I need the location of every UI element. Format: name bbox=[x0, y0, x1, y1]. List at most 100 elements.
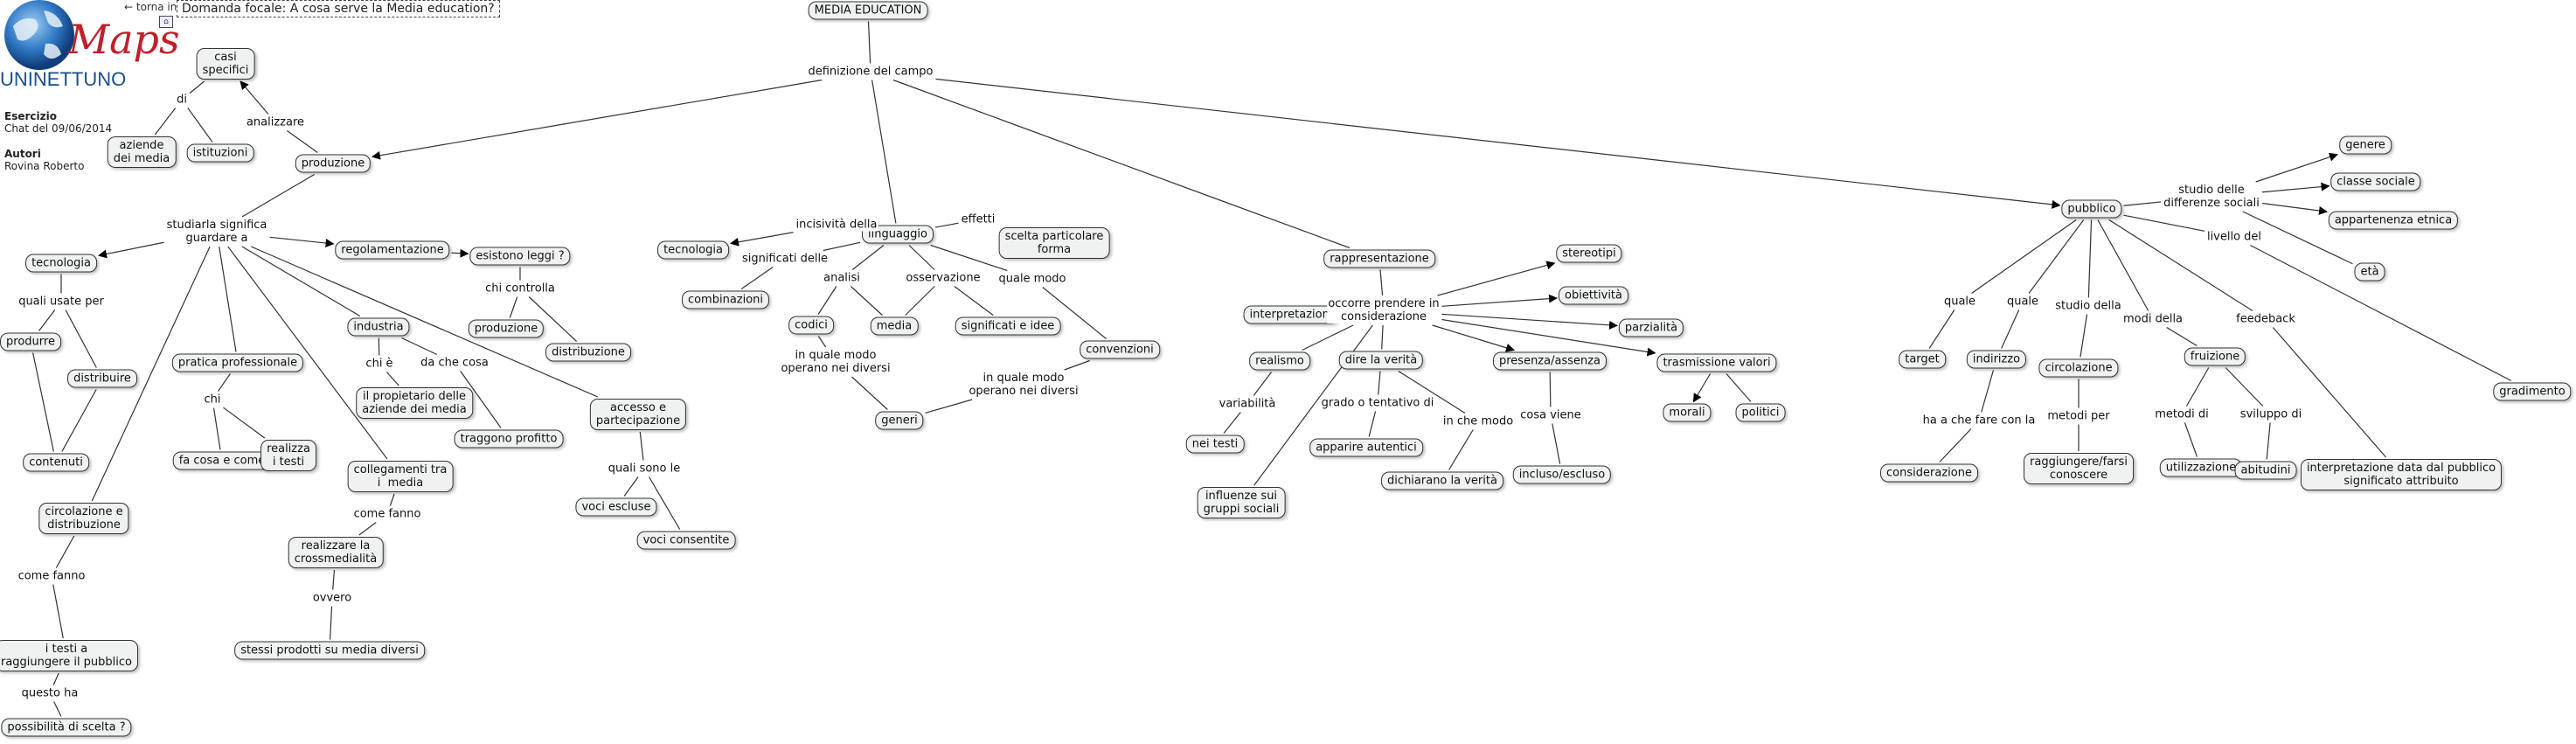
concept-realizza-testi[interactable]: realizza i testi bbox=[260, 440, 316, 471]
concept-trasmissione-valori[interactable]: trasmissione valori bbox=[1656, 353, 1777, 372]
concept-tecnologia-left[interactable]: tecnologia bbox=[25, 254, 97, 273]
concept-produzione[interactable]: produzione bbox=[295, 154, 371, 173]
connector-definizione-del-campo-to-produzione bbox=[371, 79, 823, 160]
concept-nei-testi[interactable]: nei testi bbox=[1185, 435, 1245, 454]
concept-casi-specifici[interactable]: casi specifici bbox=[196, 48, 255, 80]
connector-occorre-to-realismo bbox=[1302, 324, 1354, 351]
concept-eta[interactable]: età bbox=[2354, 262, 2385, 282]
connector-indirizzo-to-ha-a-che-fare bbox=[1981, 370, 1995, 413]
concept-circolazione[interactable]: circolazione bbox=[2038, 358, 2119, 378]
concept-produrre[interactable]: produrre bbox=[0, 332, 61, 351]
concept-produzione2[interactable]: produzione bbox=[468, 319, 545, 338]
concept-proprietario-aziende[interactable]: il propietario delle aziende dei media bbox=[356, 387, 473, 419]
concept-istituzioni[interactable]: istituzioni bbox=[186, 143, 254, 163]
connector-feedeback-to-interpretazione-data bbox=[2272, 327, 2387, 458]
connector-quale-modo-to-convenzioni bbox=[1042, 287, 1107, 339]
link-label-studio-differenze: studio delle differenze sociali bbox=[2163, 184, 2260, 210]
concept-contenuti[interactable]: contenuti bbox=[23, 453, 89, 472]
concept-presenza-assenza[interactable]: presenza/assenza bbox=[1492, 351, 1607, 371]
link-label-effetti: effetti bbox=[960, 212, 996, 226]
concept-aziende-media[interactable]: aziende dei media bbox=[107, 136, 177, 168]
concept-esistono-leggi[interactable]: esistono leggi ? bbox=[469, 247, 571, 266]
concept-target[interactable]: target bbox=[1899, 350, 1946, 369]
concept-rappresentazione[interactable]: rappresentazione bbox=[1323, 249, 1435, 268]
connector-definizione-del-campo-to-linguaggio bbox=[871, 80, 897, 224]
concept-crossmedialita[interactable]: realizzare la crossmedialità bbox=[288, 537, 384, 568]
connector-realismo-to-variabilita bbox=[1253, 372, 1273, 396]
concept-combinazioni[interactable]: combinazioni bbox=[681, 290, 770, 309]
connector-occorre-to-stereotipi bbox=[1437, 261, 1556, 296]
concept-pratica-professionale[interactable]: pratica professionale bbox=[171, 353, 304, 372]
link-label-occorre: occorre prendere in considerazione bbox=[1327, 297, 1441, 323]
concept-dire-verita[interactable]: dire la verità bbox=[1338, 351, 1424, 370]
concept-distribuzione[interactable]: distribuzione bbox=[545, 343, 631, 362]
connector-variabilita-to-nei-testi bbox=[1223, 412, 1241, 434]
concept-parzialita[interactable]: parzialità bbox=[1618, 318, 1684, 337]
connector-chi-e-to-proprietario-aziende bbox=[385, 372, 399, 386]
concept-generi[interactable]: generi bbox=[875, 411, 924, 430]
concept-circolazione-distribuzione[interactable]: circolazione e distribuzione bbox=[38, 503, 129, 534]
concept-linguaggio[interactable]: linguaggio bbox=[862, 225, 934, 244]
concept-scelta-forma[interactable]: scelta particolare forma bbox=[998, 227, 1110, 259]
concept-codici[interactable]: codici bbox=[788, 316, 834, 335]
concept-accesso-partecipazione[interactable]: accesso e partecipazione bbox=[589, 399, 687, 430]
concept-incluso-escluso[interactable]: incluso/escluso bbox=[1512, 465, 1612, 484]
connector-quali-usate-per-to-produrre bbox=[38, 309, 56, 331]
concept-traggono-profitto[interactable]: traggono profitto bbox=[454, 429, 564, 448]
concept-considerazione[interactable]: considerazione bbox=[1880, 463, 1978, 483]
connector-cosa-viene-to-incluso-escluso bbox=[1552, 423, 1561, 464]
concept-abitudini[interactable]: abitudini bbox=[2234, 461, 2297, 480]
link-label-in-quale-modo-1: in quale modo operano nei diversi bbox=[780, 349, 892, 375]
concept-fa-cosa-e-come[interactable]: fa cosa e come bbox=[172, 451, 272, 470]
link-label-modi-della: modi della bbox=[2121, 312, 2184, 326]
concept-utilizzazione[interactable]: utilizzazione bbox=[2159, 458, 2243, 477]
concept-raggiungere-conoscere[interactable]: raggiungere/farsi conoscere bbox=[2024, 453, 2134, 484]
concept-significati-idee[interactable]: significati e idee bbox=[955, 316, 1061, 336]
concept-politici[interactable]: politici bbox=[1735, 403, 1786, 422]
concept-media-education[interactable]: MEDIA EDUCATION bbox=[808, 1, 928, 20]
concept-convenzioni[interactable]: convenzioni bbox=[1080, 340, 1160, 359]
connector-pubblico-to-livello-del bbox=[2123, 214, 2205, 232]
link-label-osservazione: osservazione bbox=[905, 271, 982, 285]
concept-appartenenza-etnica[interactable]: appartenenza etnica bbox=[2328, 211, 2459, 230]
concept-interpretazioni[interactable]: interpretazioni bbox=[1243, 305, 1339, 324]
connector-occorre-to-trasmissione-valori bbox=[1441, 318, 1656, 357]
concept-genere[interactable]: genere bbox=[2339, 136, 2392, 155]
link-label-in-che-modo: in che modo bbox=[1441, 414, 1515, 428]
concept-stessi-prodotti[interactable]: stessi prodotti su media diversi bbox=[234, 641, 425, 660]
concept-stereotipi[interactable]: stereotipi bbox=[1556, 244, 1622, 263]
concept-morali[interactable]: morali bbox=[1663, 403, 1712, 422]
concept-classe-sociale[interactable]: classe sociale bbox=[2330, 172, 2421, 191]
connector-pratica-professionale-to-chi-prof bbox=[218, 373, 231, 392]
concept-possibilita-scelta[interactable]: possibilità di scelta ? bbox=[1, 718, 132, 737]
home-icon[interactable]: ⌂ bbox=[159, 16, 173, 28]
connector-come-fanno-1-to-crossmedialita bbox=[358, 522, 377, 536]
link-label-analisi: analisi bbox=[823, 271, 861, 285]
concept-obiettivita[interactable]: obiettività bbox=[1559, 286, 1628, 305]
concept-realismo[interactable]: realismo bbox=[1249, 351, 1310, 371]
link-label-cosa-viene: cosa viene bbox=[1519, 408, 1582, 422]
concept-testi-pubblico[interactable]: i testi a raggiungere il pubblico bbox=[0, 640, 139, 671]
connector-linguaggio-to-analisi bbox=[851, 245, 885, 270]
concept-voci-escluse[interactable]: voci escluse bbox=[575, 497, 657, 517]
connector-studio-differenze-to-eta bbox=[2242, 211, 2353, 265]
concept-tecnologia-mid[interactable]: tecnologia bbox=[657, 240, 729, 260]
link-label-studiarla: studiarla significa guardare a bbox=[165, 219, 268, 245]
concept-indirizzo[interactable]: indirizzo bbox=[1966, 350, 2027, 369]
concept-gradimento[interactable]: gradimento bbox=[2493, 382, 2572, 401]
connector-occorre-to-parzialita bbox=[1441, 313, 1618, 330]
concept-media[interactable]: media bbox=[870, 316, 919, 336]
concept-fruizione[interactable]: fruizione bbox=[2184, 347, 2246, 366]
concept-pubblico[interactable]: pubblico bbox=[2061, 199, 2122, 219]
concept-distribuire[interactable]: distribuire bbox=[67, 369, 137, 388]
concept-interpretazione-data[interactable]: interpretazione data dal pubblico signif… bbox=[2300, 459, 2503, 490]
concept-dichiarano-verita[interactable]: dichiarano la verità bbox=[1381, 471, 1503, 490]
concept-apparire-autentici[interactable]: apparire autentici bbox=[1309, 438, 1423, 457]
concept-industria[interactable]: industria bbox=[347, 317, 410, 337]
concept-regolamentazione[interactable]: regolamentazione bbox=[335, 240, 450, 260]
concept-influenze[interactable]: influenze sui gruppi sociali bbox=[1197, 487, 1286, 518]
concept-voci-consentite[interactable]: voci consentite bbox=[636, 531, 736, 550]
link-label-definizione-del-campo: definizione del campo bbox=[807, 65, 934, 79]
connector-chi-prof-to-fa-cosa-e-come bbox=[212, 407, 221, 450]
concept-collegamenti[interactable]: collegamenti tra i media bbox=[347, 461, 454, 492]
